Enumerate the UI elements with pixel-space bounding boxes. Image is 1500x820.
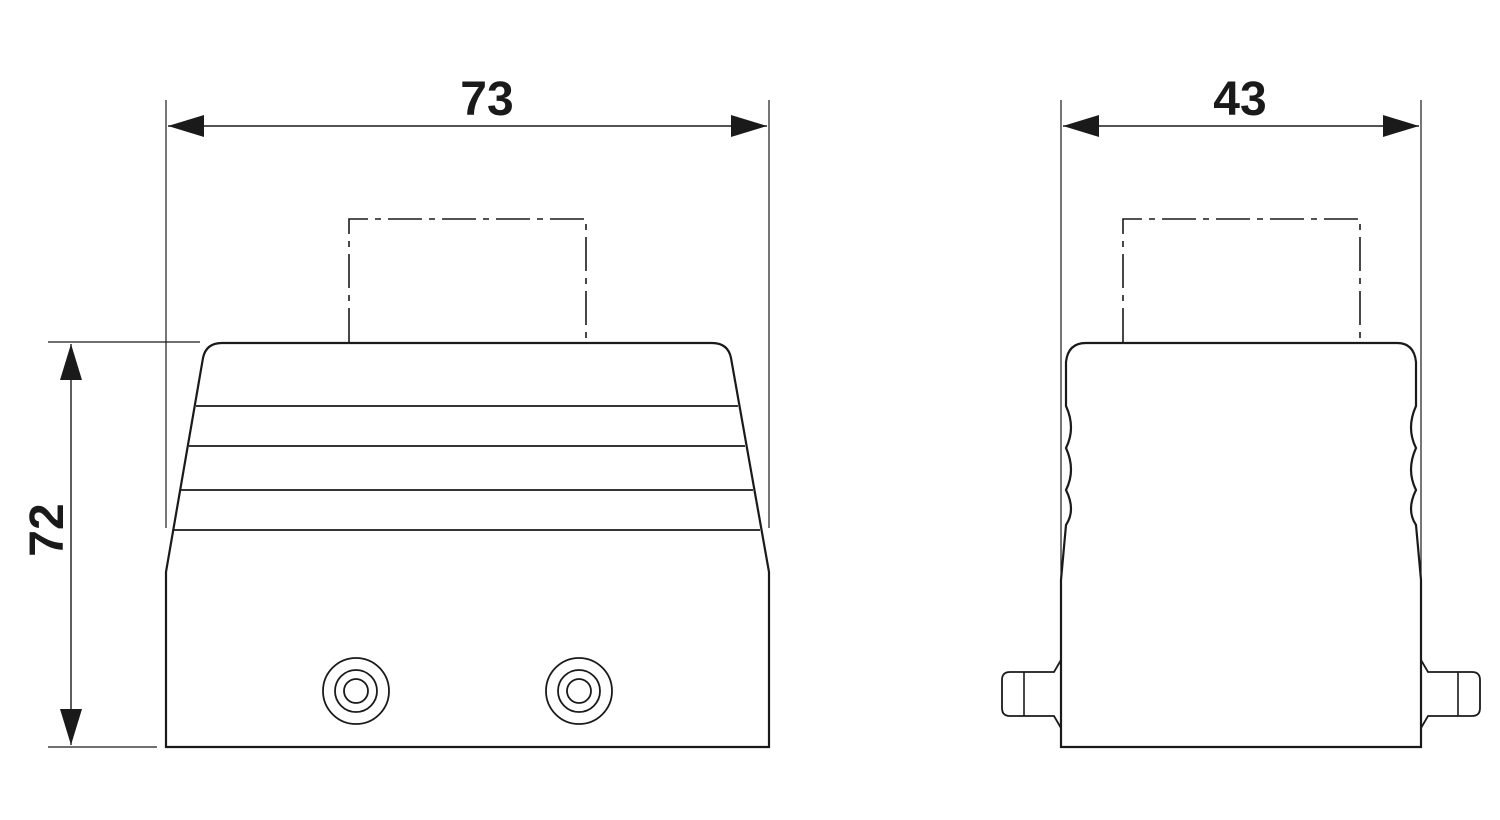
front-hood-outline: [164, 341, 771, 749]
height-label: 72: [21, 503, 74, 556]
side-cable-entry-dashed: [1122, 218, 1361, 342]
front-cable-entry-dashed: [348, 218, 587, 342]
side-hood-outline: [1059, 341, 1423, 749]
front-view: [48, 100, 771, 749]
front-screw-left: [322, 657, 390, 725]
side-locking-pin-left: [1001, 659, 1062, 729]
side-width-label: 43: [1213, 73, 1266, 126]
side-locking-pin-right: [1420, 659, 1481, 729]
front-width-label: 73: [460, 73, 513, 126]
front-screw-right: [545, 657, 613, 725]
side-view: [1001, 100, 1481, 749]
